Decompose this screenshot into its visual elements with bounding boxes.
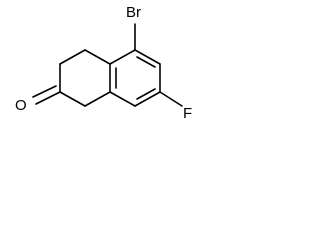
molecule-structure: Br F O [15, 4, 192, 122]
bond-c4-c4a [84, 49, 111, 65]
bond-c7-c8 [134, 91, 161, 107]
bond-c5-c6 [134, 49, 161, 65]
bond-c8a-c1 [84, 91, 111, 107]
bond-c5-c6-inner [136, 56, 156, 68]
atom-label-fluorine: F [183, 105, 192, 122]
bond-c7-c8-inner [136, 88, 156, 100]
atom-label-oxygen: O [15, 97, 27, 114]
bond-c4a-c5 [109, 49, 136, 65]
bond-c2-o-double [32, 85, 57, 98]
bond-c2-o [35, 91, 61, 105]
bond-c1-c2 [59, 91, 86, 107]
atom-label-bromine: Br [126, 4, 141, 21]
bond-c7-f [159, 91, 183, 107]
bond-c3-c4 [59, 49, 86, 65]
bond-c8-c8a [109, 91, 136, 107]
